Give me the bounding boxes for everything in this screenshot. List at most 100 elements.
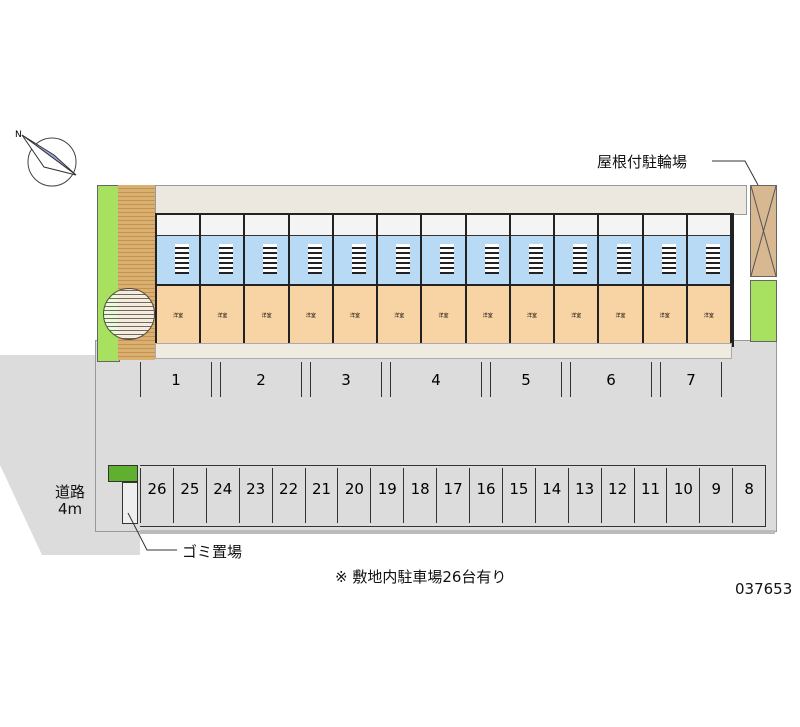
parking-spot: 1 bbox=[140, 362, 212, 397]
apartment-unit: 洋室 bbox=[289, 215, 332, 345]
entrance bbox=[555, 215, 598, 236]
leader-line bbox=[127, 512, 177, 551]
room-label: 洋室 bbox=[571, 313, 582, 319]
parking-spot: 18 bbox=[403, 468, 436, 523]
room: 洋室 bbox=[289, 286, 332, 345]
apartment-unit: 洋室 bbox=[687, 215, 731, 345]
property-code: 037653 bbox=[735, 580, 793, 598]
trash-label: ゴミ置場 bbox=[182, 543, 243, 561]
entrance bbox=[245, 215, 288, 236]
room-label: 洋室 bbox=[217, 313, 228, 319]
entrance bbox=[157, 215, 200, 236]
wet-area bbox=[157, 236, 200, 286]
room: 洋室 bbox=[422, 286, 465, 345]
wet-area bbox=[599, 236, 642, 286]
parking-spot: 5 bbox=[490, 362, 562, 397]
entrance bbox=[687, 215, 731, 236]
parking-spot: 10 bbox=[666, 468, 699, 523]
parking-spot: 2 bbox=[220, 362, 302, 397]
room-label: 洋室 bbox=[526, 313, 537, 319]
bicycle-shed bbox=[750, 185, 777, 277]
apartment-unit: 洋室 bbox=[422, 215, 465, 345]
room-label: 洋室 bbox=[394, 313, 405, 319]
parking-spot: 19 bbox=[370, 468, 403, 523]
entrance bbox=[422, 215, 465, 236]
parking-spot: 24 bbox=[205, 468, 239, 523]
room: 洋室 bbox=[555, 286, 598, 345]
room-label: 洋室 bbox=[482, 313, 493, 319]
room-label: 洋室 bbox=[703, 313, 714, 319]
parking-spot: 14 bbox=[534, 468, 568, 523]
wet-area bbox=[555, 236, 598, 286]
apartment-unit: 洋室 bbox=[157, 215, 200, 345]
room: 洋室 bbox=[510, 286, 554, 345]
wet-area bbox=[422, 236, 465, 286]
wet-area bbox=[510, 236, 554, 286]
entrance bbox=[289, 215, 332, 236]
entrance bbox=[599, 215, 642, 236]
entrance bbox=[466, 215, 509, 236]
wet-area bbox=[333, 236, 377, 286]
patio-circle bbox=[103, 288, 155, 340]
apartment-unit: 洋室 bbox=[466, 215, 509, 345]
room: 洋室 bbox=[599, 286, 642, 345]
parking-spot: 12 bbox=[600, 468, 634, 523]
wet-area bbox=[466, 236, 509, 286]
svg-text:N: N bbox=[15, 130, 22, 140]
parking-spot: 22 bbox=[271, 468, 305, 523]
parking-spot: 20 bbox=[337, 468, 370, 523]
room: 洋室 bbox=[157, 286, 200, 345]
parking-spot: 21 bbox=[304, 468, 338, 523]
parking-spot: 15 bbox=[501, 468, 535, 523]
rear-strip bbox=[155, 185, 747, 215]
planting-area-right bbox=[750, 280, 777, 342]
parking-spot: 26 bbox=[140, 468, 173, 523]
bicycle-shed-label: 屋根付駐輪場 bbox=[597, 153, 688, 171]
lower-parking-row bbox=[140, 465, 766, 527]
parking-spot: 6 bbox=[570, 362, 652, 397]
room-label: 洋室 bbox=[261, 313, 272, 319]
parking-spot: 25 bbox=[172, 468, 206, 523]
room-label: 洋室 bbox=[438, 313, 449, 319]
parking-spot: 23 bbox=[238, 468, 272, 523]
apartment-unit: 洋室 bbox=[333, 215, 377, 345]
wet-area bbox=[289, 236, 332, 286]
apartment-unit: 洋室 bbox=[201, 215, 244, 345]
parking-spot: 4 bbox=[390, 362, 482, 397]
parking-spot: 7 bbox=[660, 362, 722, 397]
entrance bbox=[643, 215, 686, 236]
wet-area bbox=[687, 236, 731, 286]
lot-edge bbox=[140, 530, 775, 534]
apartment-unit: 洋室 bbox=[555, 215, 598, 345]
parking-spot: 8 bbox=[732, 468, 765, 523]
planting-small bbox=[108, 465, 138, 482]
room-label: 洋室 bbox=[659, 313, 670, 319]
trash-area bbox=[122, 482, 138, 524]
parking-spot: 16 bbox=[469, 468, 502, 523]
room: 洋室 bbox=[201, 286, 244, 345]
apartment-building: 洋室 洋室 洋室 洋室 洋室 洋室 洋室 洋室 洋室 洋室 洋室 洋室 洋室 bbox=[155, 213, 734, 347]
entrance bbox=[378, 215, 421, 236]
room-label: 洋室 bbox=[350, 313, 361, 319]
room: 洋室 bbox=[687, 286, 731, 345]
entrance bbox=[333, 215, 377, 236]
apartment-unit: 洋室 bbox=[378, 215, 421, 345]
wet-area bbox=[245, 236, 288, 286]
walkway bbox=[155, 343, 732, 359]
room-label: 洋室 bbox=[615, 313, 626, 319]
room: 洋室 bbox=[466, 286, 509, 345]
wet-area bbox=[378, 236, 421, 286]
entrance bbox=[201, 215, 244, 236]
room: 洋室 bbox=[245, 286, 288, 345]
leader-line bbox=[712, 160, 759, 186]
wet-area bbox=[643, 236, 686, 286]
apartment-unit: 洋室 bbox=[510, 215, 554, 345]
wet-area bbox=[201, 236, 244, 286]
apartment-unit: 洋室 bbox=[245, 215, 288, 345]
apartment-unit: 洋室 bbox=[643, 215, 686, 345]
apartment-unit: 洋室 bbox=[599, 215, 642, 345]
room: 洋室 bbox=[378, 286, 421, 345]
parking-spot: 11 bbox=[633, 468, 667, 523]
parking-spot: 9 bbox=[699, 468, 732, 523]
room-label: 洋室 bbox=[173, 313, 184, 319]
